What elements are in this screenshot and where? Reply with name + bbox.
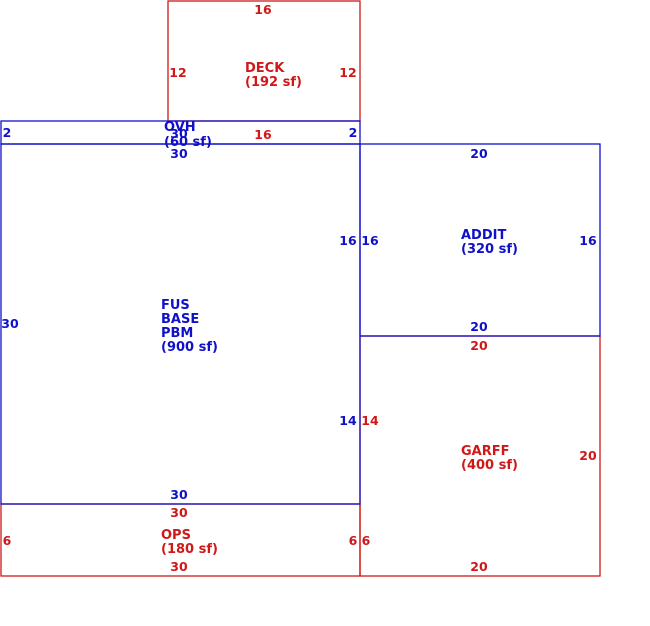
fus-right-lower-dimension: 14 xyxy=(339,413,357,428)
ops-right-dimension: 6 xyxy=(349,533,358,548)
deck-left-dimension: 12 xyxy=(169,65,186,80)
garff-right-dimension: 20 xyxy=(579,448,597,463)
fus-name-line2: BASE xyxy=(161,312,199,327)
deck-top-dimension: 16 xyxy=(254,2,272,17)
ops-bottom-dimension: 30 xyxy=(170,559,188,574)
ovh-overlap-dimension: 30 xyxy=(170,126,188,141)
garff-left-dimension: 14 xyxy=(361,413,379,428)
fus-bottom-dimension: 30 xyxy=(170,487,188,502)
ovh-right-dimension: 2 xyxy=(349,125,358,140)
garff-bottom-dimension: 20 xyxy=(470,559,488,574)
fus-right-upper-dimension: 16 xyxy=(339,233,357,248)
garff-left-lower-dimension: 6 xyxy=(362,533,371,548)
addit-outline xyxy=(359,143,601,337)
deck-right-dimension: 12 xyxy=(339,65,356,80)
fus-left-dimension: 30 xyxy=(1,316,19,331)
addit-area: (320 sf) xyxy=(461,242,518,257)
ovh-area: (60 sf) xyxy=(164,135,212,150)
addit-top-dimension: 20 xyxy=(470,146,488,161)
fus-area: (900 sf) xyxy=(161,340,218,355)
garff-name: GARFF xyxy=(461,444,510,459)
garff-area: (400 sf) xyxy=(461,458,518,473)
ops-left-dimension: 6 xyxy=(3,533,12,548)
deck-bottom-dimension: 16 xyxy=(254,127,272,142)
addit-name: ADDIT xyxy=(461,228,506,243)
ops-area: (180 sf) xyxy=(161,542,218,557)
ovh-name: OVH xyxy=(164,120,196,135)
addit-bottom-dimension: 20 xyxy=(470,319,488,334)
fus-top-dimension: 30 xyxy=(170,146,188,161)
addit-left-dimension: 16 xyxy=(361,233,379,248)
ops-top-dimension: 30 xyxy=(170,505,188,520)
garff-top-dimension: 20 xyxy=(470,338,488,353)
deck-area: (192 sf) xyxy=(245,75,302,90)
fus-name-line3: PBM xyxy=(161,326,193,341)
addit-right-dimension: 16 xyxy=(579,233,597,248)
fus-name-line1: FUS xyxy=(161,298,190,313)
ops-name: OPS xyxy=(161,528,191,543)
deck-name: DECK xyxy=(245,61,285,76)
ovh-left-dimension: 2 xyxy=(3,125,12,140)
